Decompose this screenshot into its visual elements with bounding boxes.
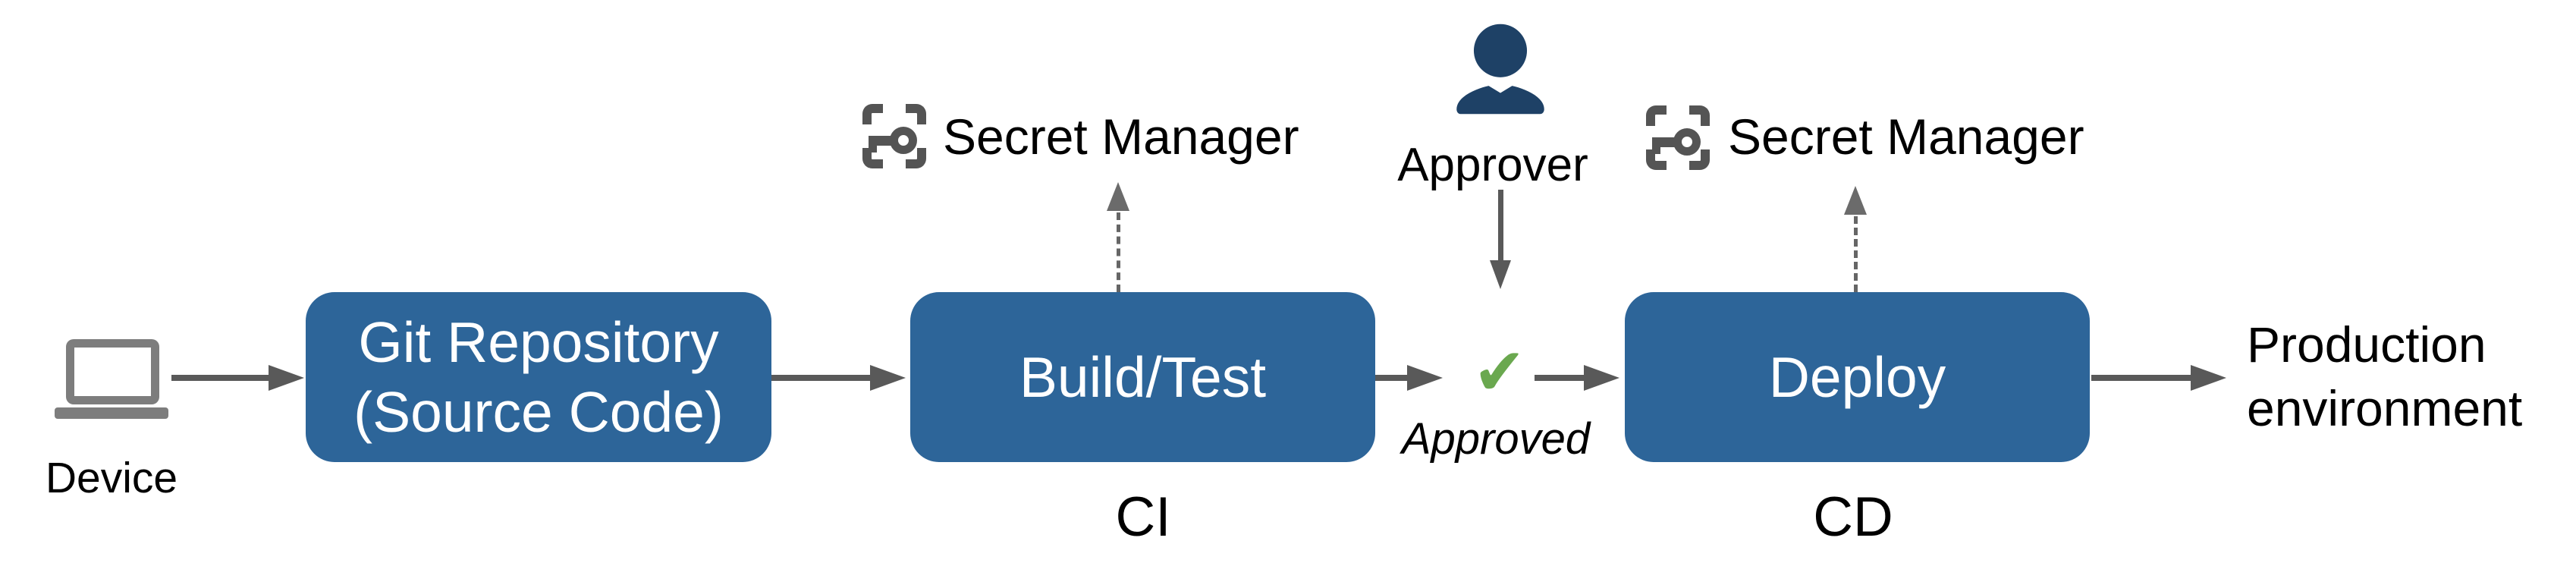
bracket-corner [1646,105,1667,126]
bracket-corner [1689,105,1710,126]
key-tooth [1652,147,1660,154]
arrowhead-deploy-to-production [2191,365,2226,391]
arrowhead-build-to-approved [1407,365,1443,391]
dashed-arrowhead-build-to-secret-manager [1107,182,1129,211]
arrow-deploy-to-production [2091,375,2191,381]
bracket-corner [1689,149,1710,170]
production-label-line1: Production [2247,316,2486,373]
arrow-git-to-build [771,375,870,381]
approver-label: Approver [1397,139,1588,191]
key-tooth [869,146,877,153]
arrowhead-git-to-build [870,365,906,391]
dashed-line-deploy-to-secret-manager [1854,216,1858,292]
git-label-line2: (Source Code) [353,380,724,444]
key-ring [1673,128,1701,156]
node-git-repository: Git Repository (Source Code) [306,292,771,462]
bracket-corner [906,148,926,168]
arrowhead-device-to-git [269,365,304,391]
arrow-approved-to-deploy [1535,375,1584,381]
node-build-test: Build/Test [910,292,1375,462]
arrow-device-to-git [171,375,269,381]
deploy-label: Deploy [1768,345,1946,409]
secret-manager-2-label: Secret Manager [1728,109,2084,165]
arrow-approver-down [1498,190,1503,260]
ci-label: CI [1115,486,1171,548]
key-ring [890,127,917,154]
arrowhead-approved-to-deploy [1584,365,1619,391]
bracket-corner [906,104,926,124]
check-icon: ✔ [1472,333,1528,410]
person-icon [1456,24,1544,115]
laptop-icon [66,339,159,404]
laptop-icon-base [55,407,168,419]
arrowhead-approver-down [1490,260,1511,289]
git-label-line1: Git Repository [358,310,719,374]
device-label: Device [45,454,178,502]
dashed-arrowhead-deploy-to-secret-manager [1844,186,1867,215]
secret-manager-1-label: Secret Manager [943,109,1299,165]
key-frame-icon [1646,105,1710,170]
approved-label: Approved [1401,414,1591,464]
arrow-build-to-approved [1375,375,1407,381]
cd-label: CD [1813,486,1893,548]
node-deploy: Deploy [1625,292,2090,462]
key-stem [869,136,893,146]
key-stem [1652,137,1676,147]
bracket-corner [1646,149,1667,170]
dashed-line-build-to-secret-manager [1117,212,1120,292]
bracket-corner [862,104,883,124]
build-test-label: Build/Test [1019,345,1267,409]
key-frame-icon [862,104,926,168]
production-label-line2: environment [2247,380,2523,436]
production-label: Production environment [2247,313,2573,440]
bracket-corner [862,148,883,168]
